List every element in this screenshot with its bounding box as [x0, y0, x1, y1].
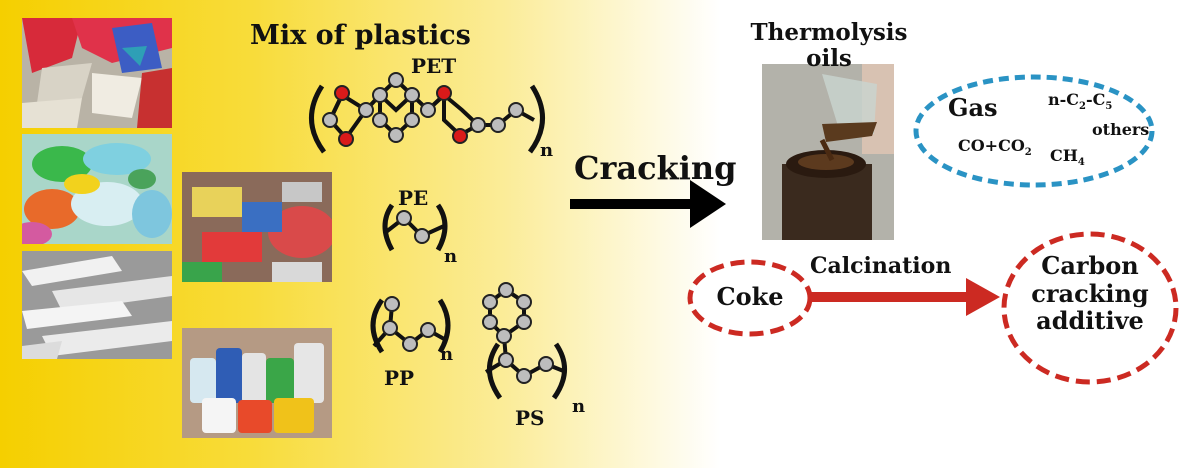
carbon-atom — [372, 112, 388, 128]
oxygen-atom — [338, 131, 354, 147]
gas-ch4-prefix: CH — [1050, 146, 1078, 165]
pp-repeat-subscript: n — [440, 344, 454, 365]
carbon-atom — [498, 282, 514, 298]
carbon-atom — [496, 328, 512, 344]
additive-line-2: cracking — [1031, 278, 1149, 308]
additive-ellipse — [1001, 231, 1179, 385]
gas-co-sub: 2 — [1024, 147, 1032, 159]
carbon-atom — [490, 117, 506, 133]
ps-atoms — [482, 282, 554, 384]
carbon-atom — [358, 102, 374, 118]
pet-label: PET — [411, 54, 457, 78]
gas-ch4-sub: 4 — [1077, 157, 1085, 169]
carbon-atom — [516, 368, 532, 384]
photo-plastic-baskets — [182, 172, 332, 282]
mix-of-plastics-title: Mix of plastics — [250, 20, 471, 51]
carbon-atom — [388, 127, 404, 143]
carbon-atom — [384, 296, 400, 312]
gas-others: others — [1092, 120, 1150, 139]
carbon-atom — [420, 322, 436, 338]
gas-hydrocarbons-sub-1: 2 — [1079, 101, 1086, 113]
carbon-atom — [372, 87, 388, 103]
carbon-atom — [388, 72, 404, 88]
carbon-atom — [498, 352, 514, 368]
carbon-atom — [402, 336, 418, 352]
carbon-atom — [516, 314, 532, 330]
ps-label: PS — [515, 406, 545, 430]
pe-label: PE — [398, 186, 429, 210]
carbon-atom — [482, 294, 498, 310]
pet-atoms — [322, 72, 524, 147]
thermolysis-oils-line-2: oils — [806, 45, 852, 73]
photo-foam-trays — [22, 251, 172, 359]
gas-hydrocarbons-mid: -C — [1085, 90, 1106, 109]
gas-co-prefix: CO+CO — [958, 136, 1025, 155]
carbon-atom — [516, 294, 532, 310]
carbon-atom — [508, 102, 524, 118]
gas-hydrocarbons-sub-2: 5 — [1105, 101, 1113, 113]
pe-structure — [382, 203, 448, 252]
carbon-atom — [482, 314, 498, 330]
gas-hydrocarbons-prefix: n-C — [1048, 90, 1080, 109]
carbon-atom — [470, 117, 486, 133]
oxygen-atom — [452, 128, 468, 144]
carbon-atom — [396, 210, 412, 226]
oxygen-atom — [334, 85, 350, 101]
gas-ch4: CH4 — [1050, 148, 1085, 168]
pe-repeat-subscript: n — [444, 246, 458, 267]
ps-repeat-subscript: n — [572, 396, 586, 417]
carbon-atom — [382, 320, 398, 336]
carbon-cracking-additive-label: Carbon cracking additive — [1010, 252, 1170, 335]
pp-label: PP — [384, 366, 415, 390]
carbon-atom — [404, 87, 420, 103]
oxygen-atom — [436, 85, 452, 101]
carbon-atom — [538, 356, 554, 372]
coke-label: Coke — [716, 282, 784, 311]
photo-thermolysis-oil — [762, 64, 894, 240]
cracking-arrow — [570, 180, 726, 228]
calcination-label: Calcination — [810, 253, 952, 279]
photo-plastic-containers — [182, 328, 332, 438]
thermolysis-oils-label: Thermolysis oils — [738, 19, 920, 73]
gas-co-co2: CO+CO2 — [958, 138, 1032, 158]
carbon-atom — [414, 228, 430, 244]
photo-plastic-bags — [22, 18, 172, 128]
pet-repeat-subscript: n — [540, 140, 554, 161]
additive-line-3: additive — [1036, 306, 1144, 336]
carbon-atom — [322, 112, 338, 128]
pp-atoms — [382, 296, 436, 352]
cracking-label: Cracking — [574, 149, 737, 187]
calcination-arrow — [810, 278, 1000, 316]
thermolysis-oils-line-1: Thermolysis — [750, 19, 908, 46]
pe-atoms — [396, 210, 430, 244]
gas-title: Gas — [948, 93, 998, 122]
carbon-atom — [404, 112, 420, 128]
gas-hydrocarbons: n-C2-C5 — [1048, 92, 1112, 112]
carbon-atom — [420, 102, 436, 118]
gas-ellipse — [913, 74, 1155, 188]
photo-plastic-bottles — [22, 134, 172, 244]
additive-line-1: Carbon — [1041, 251, 1139, 280]
